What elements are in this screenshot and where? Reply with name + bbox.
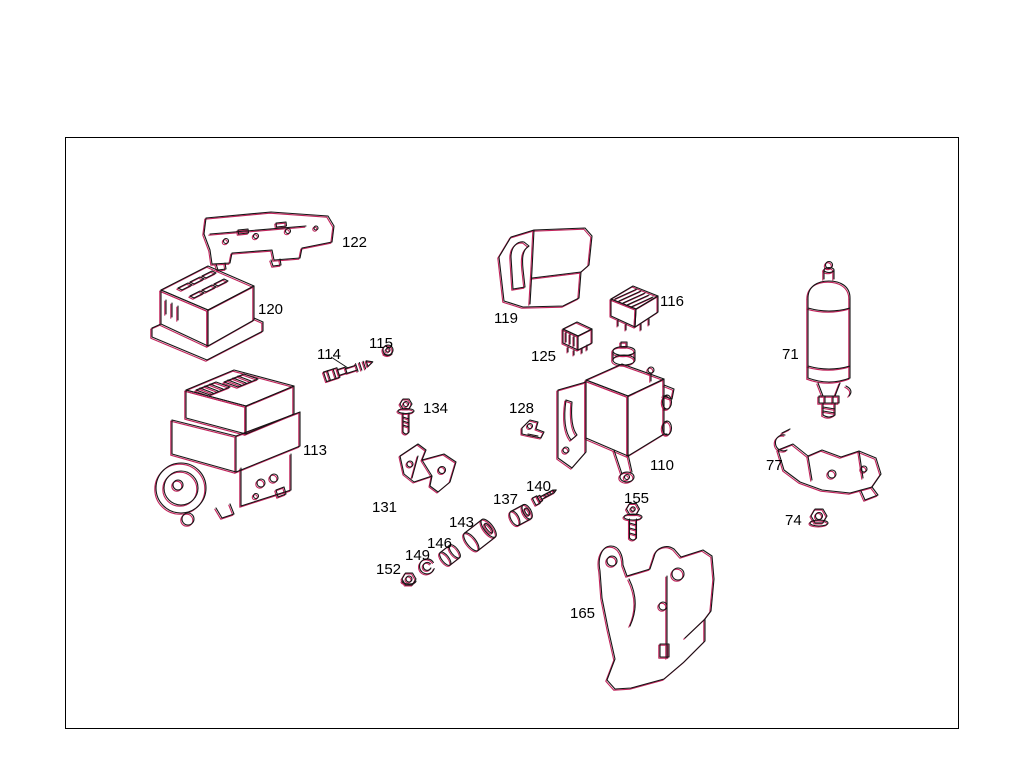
part-74-drawing [808, 508, 829, 528]
diagram-frame: 122 120 115 114 113 134 131 119 125 116 … [65, 137, 959, 729]
part-116-drawing [609, 285, 659, 332]
part-label-115[interactable]: 115 [369, 335, 393, 352]
part-128-drawing [520, 419, 545, 440]
part-label-77[interactable]: 77 [766, 457, 783, 474]
part-label-74[interactable]: 74 [785, 512, 802, 529]
part-label-120[interactable]: 120 [258, 301, 283, 318]
part-152-drawing [400, 572, 417, 587]
part-label-116[interactable]: 116 [660, 293, 684, 310]
part-77-drawing [773, 428, 882, 502]
part-label-122[interactable]: 122 [342, 234, 367, 251]
part-label-131[interactable]: 131 [372, 499, 397, 516]
part-label-155[interactable]: 155 [624, 490, 649, 507]
part-165-drawing [597, 545, 715, 691]
part-155-drawing [622, 502, 643, 542]
part-label-152[interactable]: 152 [376, 561, 401, 578]
part-label-165[interactable]: 165 [570, 605, 595, 622]
part-label-110[interactable]: 110 [650, 457, 674, 474]
leader-lines [330, 356, 349, 369]
part-122-drawing [202, 211, 335, 272]
part-label-71[interactable]: 71 [782, 346, 799, 363]
part-label-128[interactable]: 128 [509, 400, 534, 417]
parts-diagram: 122 120 115 114 113 134 131 119 125 116 … [150, 211, 882, 691]
part-label-146[interactable]: 146 [427, 535, 452, 552]
part-label-125[interactable]: 125 [531, 348, 556, 365]
part-label-140[interactable]: 140 [526, 478, 551, 495]
part-120-drawing [150, 265, 264, 362]
part-131-drawing [398, 443, 457, 494]
part-label-119[interactable]: 119 [494, 310, 518, 327]
part-label-143[interactable]: 143 [449, 514, 474, 531]
part-label-137[interactable]: 137 [493, 491, 518, 508]
part-label-149[interactable]: 149 [405, 547, 430, 564]
part-125-drawing [561, 321, 593, 357]
part-71-drawing [806, 260, 852, 419]
part-113-drawing [154, 369, 301, 527]
part-134-drawing [396, 398, 415, 436]
part-label-113[interactable]: 113 [303, 442, 327, 459]
part-119-drawing [497, 227, 593, 309]
part-label-114[interactable]: 114 [317, 346, 341, 363]
part-label-134[interactable]: 134 [423, 400, 448, 417]
